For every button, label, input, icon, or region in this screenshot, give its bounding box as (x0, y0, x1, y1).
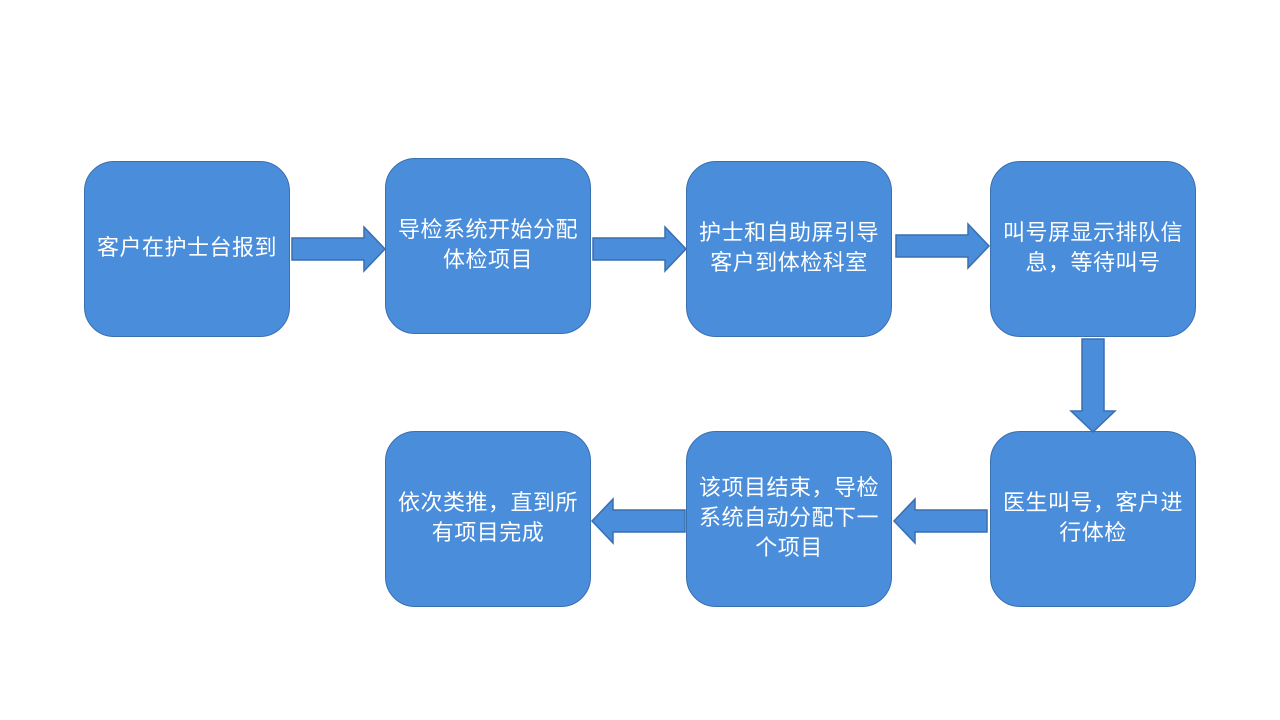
step-next-item-label: 该项目结束，导检系统自动分配下一个项目 (699, 476, 880, 561)
step-next-item: 该项目结束，导检系统自动分配下一个项目 (686, 431, 892, 607)
step-queue-display: 叫号屏显示排队信息，等待叫号 (990, 161, 1196, 337)
step-queue-display-label: 叫号屏显示排队信息，等待叫号 (1003, 221, 1184, 276)
step-checkin: 客户在护士台报到 (84, 161, 290, 337)
step-doctor-call-label: 医生叫号，客户进行体检 (1003, 491, 1184, 546)
arrow-left-1 (892, 497, 988, 545)
step-guide-to-room: 护士和自助屏引导客户到体检科室 (686, 161, 892, 337)
arrow-right-2 (592, 225, 688, 273)
step-assign-items-label: 导检系统开始分配体检项目 (398, 218, 579, 273)
step-doctor-call: 医生叫号，客户进行体检 (990, 431, 1196, 607)
step-guide-to-room-label: 护士和自助屏引导客户到体检科室 (699, 221, 880, 276)
arrow-right-3 (895, 222, 991, 270)
step-assign-items: 导检系统开始分配体检项目 (385, 158, 591, 334)
step-checkin-label: 客户在护士台报到 (97, 236, 278, 261)
step-all-complete-label: 依次类推，直到所有项目完成 (398, 491, 579, 546)
arrow-down-1 (1069, 338, 1117, 434)
arrow-left-2 (590, 497, 686, 545)
arrow-right-1 (291, 225, 387, 273)
step-all-complete: 依次类推，直到所有项目完成 (385, 431, 591, 607)
